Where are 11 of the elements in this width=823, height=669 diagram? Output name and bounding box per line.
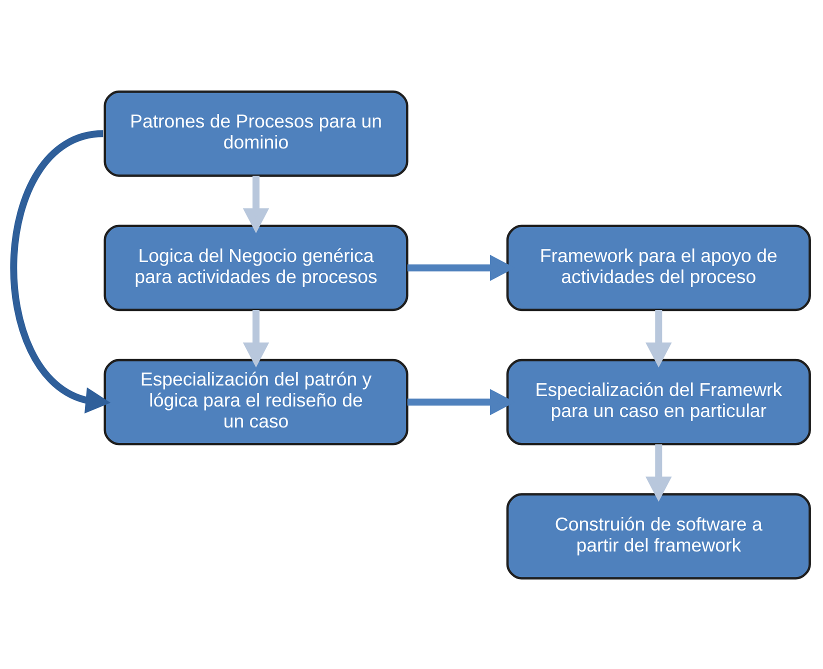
node-box: Patrones de Procesos para un dominio xyxy=(104,90,408,176)
arrow xyxy=(646,310,672,367)
node-box: Especialización del Framewrk para un caso en particular xyxy=(506,358,811,445)
arrow xyxy=(646,444,672,502)
arrow xyxy=(242,310,270,367)
arrow xyxy=(10,130,111,414)
node-box: Logica del Negocio genérica para actividades de procesos xyxy=(104,224,408,311)
node-box: Framework para el apoyo de actividades del proceso xyxy=(506,224,811,311)
arrow xyxy=(242,175,270,233)
node-box: Especialización del patrón y lógica para el rediseño de un caso xyxy=(104,358,408,445)
node-box: Construión de software a partir del framework xyxy=(506,492,811,579)
